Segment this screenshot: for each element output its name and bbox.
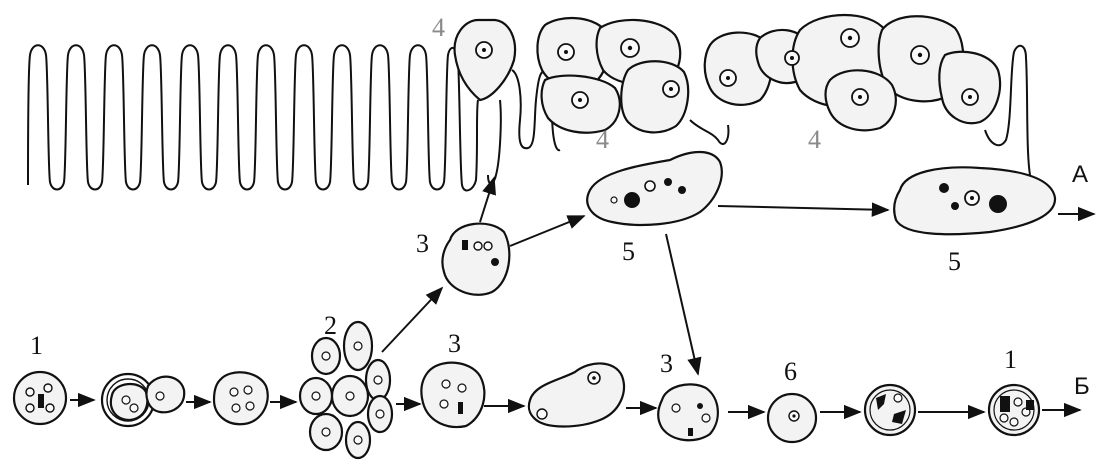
immature-cyst <box>865 385 915 435</box>
label-stage-1-left: 1 <box>30 331 43 360</box>
label-stage-3-lower: 3 <box>448 329 461 358</box>
precyst-6 <box>768 394 816 442</box>
trophozoite-3-right <box>658 384 718 440</box>
metacystic-trophozoites <box>300 322 392 458</box>
label-stage-1-right: 1 <box>1004 345 1017 374</box>
label-stage-3-upper: 3 <box>416 229 429 258</box>
label-stage-3-right: 3 <box>660 349 673 378</box>
cyst-1-left <box>14 372 66 424</box>
label-stage-6: 6 <box>784 357 797 386</box>
villus-wall-3 <box>690 120 728 144</box>
label-row-b: Б <box>1074 373 1090 400</box>
trophozoite-bottom-elongated <box>529 363 624 426</box>
label-stage-4-mid-a: 4 <box>596 125 609 154</box>
cyst-invading-cell-top <box>455 20 515 100</box>
cyst-1-right <box>989 385 1039 435</box>
label-stage-2: 2 <box>324 311 337 340</box>
trophozoite-3-upper <box>442 224 509 295</box>
villus-wall <box>488 100 501 184</box>
trophozoite-5-middle <box>587 152 722 225</box>
label-row-a: А <box>1072 161 1088 188</box>
label-stage-5-b: 5 <box>948 247 961 276</box>
metacyst <box>214 372 268 424</box>
cell-cluster-left <box>537 18 688 133</box>
label-stage-4-top: 4 <box>432 13 445 42</box>
label-stage-5-a: 5 <box>622 237 635 266</box>
trophozoite-5-right <box>894 167 1055 234</box>
trophozoite-3-lower <box>421 363 484 427</box>
label-stage-4-mid-b: 4 <box>808 125 821 154</box>
cell-cluster-right <box>705 15 1000 130</box>
excysting-cyst <box>102 374 184 426</box>
intestinal-villi <box>28 45 478 190</box>
